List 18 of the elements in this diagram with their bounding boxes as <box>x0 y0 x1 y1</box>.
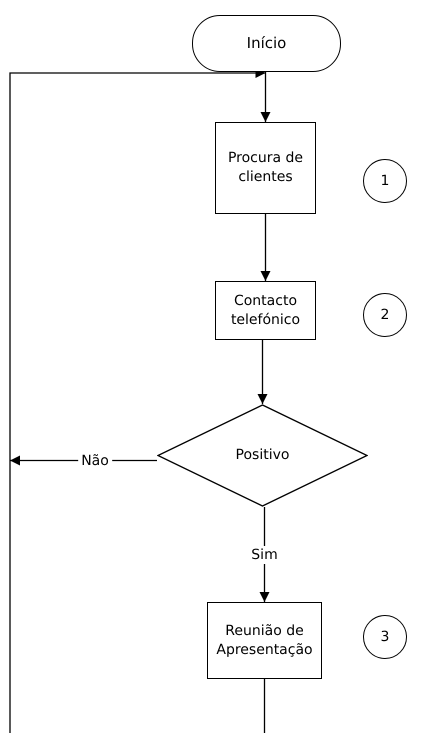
node-text: 3 <box>380 628 390 646</box>
process-box <box>207 602 322 679</box>
node-text: Positivo <box>236 446 290 465</box>
node-text: 2 <box>380 306 390 324</box>
node-text: Procura de clientes <box>226 149 304 187</box>
node-text: Contacto telefónico <box>230 292 302 330</box>
connector-line <box>264 679 266 733</box>
arrow <box>258 340 268 404</box>
process-box <box>215 281 316 340</box>
step-number-circle <box>363 159 407 203</box>
step-number-circle <box>363 615 407 659</box>
arrow <box>260 214 270 281</box>
process-box <box>215 122 316 214</box>
node-text: Início <box>246 33 286 54</box>
arrow <box>260 72 270 122</box>
node-text: Reunião de Apresentação <box>215 622 314 660</box>
step-number-circle <box>363 293 407 337</box>
node-text: 1 <box>380 172 390 190</box>
